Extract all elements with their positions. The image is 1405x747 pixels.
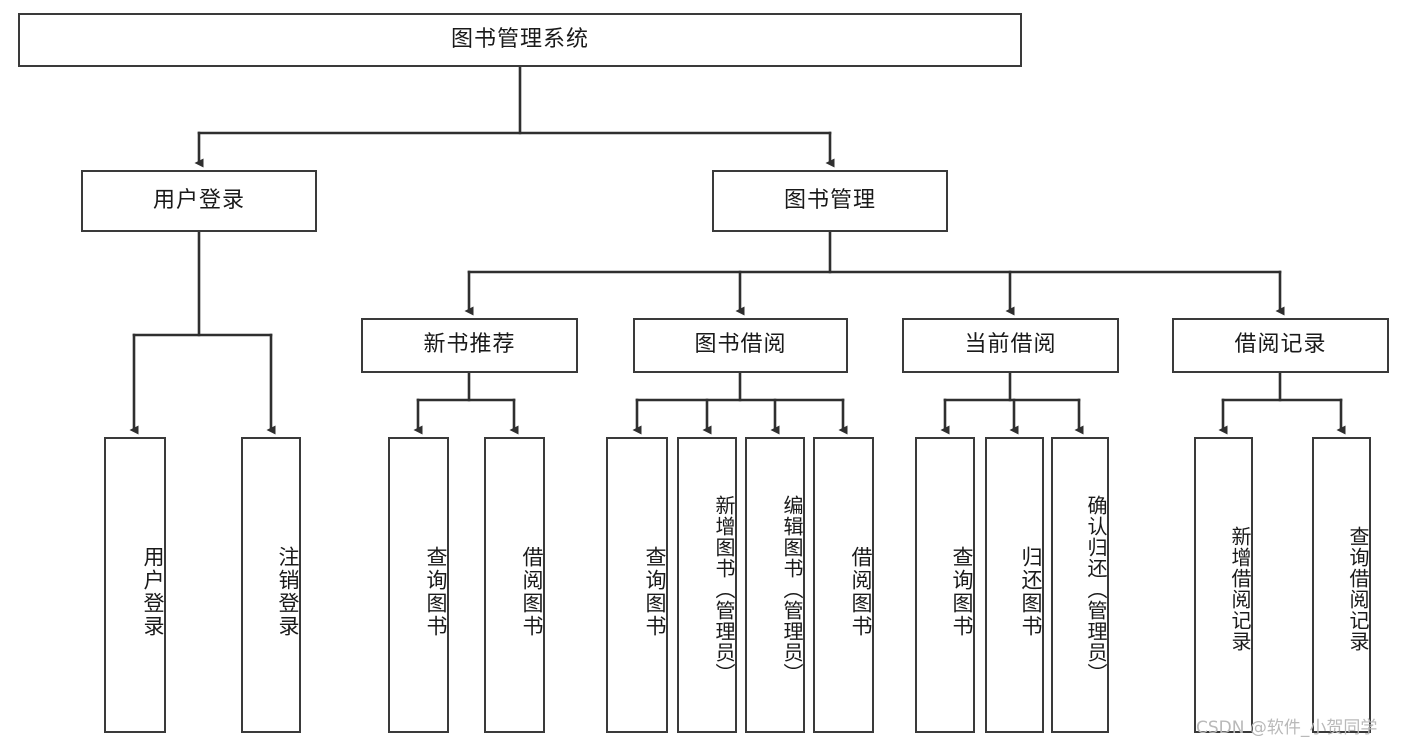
node-leaf-return-book[interactable]: 归还图书 <box>985 437 1044 733</box>
node-leaf-add-record[interactable]: 新增借阅记录 <box>1194 437 1253 733</box>
node-root[interactable]: 图书管理系统 <box>18 13 1022 67</box>
node-leaf-query-record-label: 查询借阅记录 <box>1346 526 1370 652</box>
node-borrow-record-label: 借阅记录 <box>1234 332 1327 358</box>
node-new-book-recommend-label: 新书推荐 <box>423 332 516 358</box>
node-leaf-borrow-book-newbook[interactable]: 借阅图书 <box>484 437 545 733</box>
node-leaf-query-book-borrow[interactable]: 查询图书 <box>606 437 668 733</box>
node-leaf-query-record[interactable]: 查询借阅记录 <box>1312 437 1371 733</box>
node-leaf-borrow-book-borrow[interactable]: 借阅图书 <box>813 437 874 733</box>
node-leaf-borrow-book-borrow-label: 借阅图书 <box>849 546 873 638</box>
node-book-management[interactable]: 图书管理 <box>712 170 948 232</box>
node-leaf-user-login-label: 用户登录 <box>141 546 165 638</box>
node-leaf-borrow-book-newbook-label: 借阅图书 <box>520 546 544 638</box>
node-leaf-return-book-label: 归还图书 <box>1019 546 1043 638</box>
node-leaf-query-book-newbook[interactable]: 查询图书 <box>388 437 449 733</box>
node-leaf-add-book-label: 新增图书（管理员） <box>712 494 736 684</box>
node-book-borrow-label: 图书借阅 <box>694 332 787 358</box>
node-leaf-confirm-return-label: 确认归还（管理员） <box>1084 494 1108 684</box>
node-book-borrow[interactable]: 图书借阅 <box>633 318 848 373</box>
node-leaf-edit-book-label: 编辑图书（管理员） <box>780 494 804 684</box>
node-user-login[interactable]: 用户登录 <box>81 170 317 232</box>
node-book-management-label: 图书管理 <box>783 187 876 213</box>
node-current-borrow[interactable]: 当前借阅 <box>902 318 1119 373</box>
node-current-borrow-label: 当前借阅 <box>964 332 1057 358</box>
node-leaf-query-book-newbook-label: 查询图书 <box>424 546 448 638</box>
node-new-book-recommend[interactable]: 新书推荐 <box>361 318 578 373</box>
node-leaf-logout-label: 注销登录 <box>276 546 300 638</box>
node-borrow-record[interactable]: 借阅记录 <box>1172 318 1389 373</box>
node-leaf-query-book-borrow-label: 查询图书 <box>643 546 667 638</box>
node-leaf-add-record-label: 新增借阅记录 <box>1228 526 1252 652</box>
node-leaf-query-book-current-label: 查询图书 <box>950 546 974 638</box>
node-leaf-edit-book[interactable]: 编辑图书（管理员） <box>745 437 805 733</box>
node-leaf-confirm-return[interactable]: 确认归还（管理员） <box>1051 437 1109 733</box>
node-user-login-label: 用户登录 <box>152 187 245 213</box>
node-leaf-add-book[interactable]: 新增图书（管理员） <box>677 437 737 733</box>
node-root-label: 图书管理系统 <box>450 26 589 52</box>
node-leaf-user-login[interactable]: 用户登录 <box>104 437 166 733</box>
node-leaf-logout[interactable]: 注销登录 <box>241 437 301 733</box>
node-leaf-query-book-current[interactable]: 查询图书 <box>915 437 975 733</box>
